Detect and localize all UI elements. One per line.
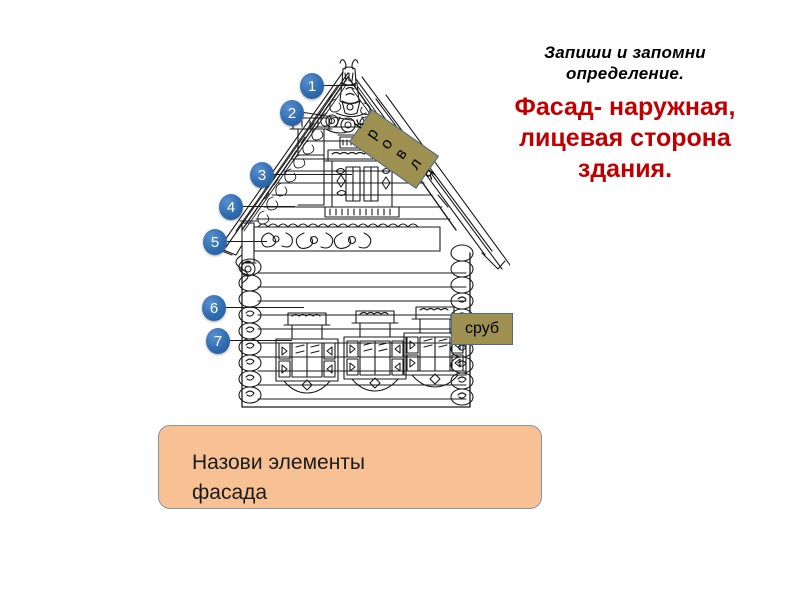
definition-line-1: Фасад- наружная,: [514, 93, 736, 121]
question-text-line-2: фасада: [192, 481, 268, 504]
log-frame-label-box[interactable]: сруб: [451, 313, 513, 345]
callout-marker-5-label: 5: [210, 233, 220, 251]
callout-marker-7[interactable]: 7: [206, 328, 230, 354]
instruction-heading-line-2: определение.: [565, 64, 685, 83]
definition-line-3: здания.: [577, 155, 673, 183]
chimney: [289, 117, 333, 206]
callout-marker-4-label: 4: [226, 198, 236, 216]
instruction-heading-line-1: Запиши и запомни: [544, 43, 706, 62]
callout-marker-3[interactable]: 3: [250, 162, 274, 188]
definition-line-2: лицевая сторона: [519, 124, 731, 152]
question-box[interactable]: [158, 425, 542, 509]
leader-line-5: [225, 241, 267, 242]
facade-window-1: [275, 312, 339, 394]
leader-line-6: [224, 307, 304, 308]
callout-marker-6[interactable]: 6: [202, 295, 226, 321]
carved-frieze-band: [253, 223, 441, 252]
callout-marker-1-label: 1: [307, 77, 317, 95]
log-end-corner-right: [450, 244, 474, 406]
leader-line-7: [228, 340, 292, 341]
callout-marker-4[interactable]: 4: [219, 194, 243, 220]
log-end-corner-left: [235, 254, 262, 404]
leader-line-1: [324, 85, 356, 86]
callout-marker-3-label: 3: [257, 166, 267, 184]
definition-text: Фасад- наружная, лицевая сторона здания.: [455, 92, 795, 185]
question-text: Назови элементы фасада: [192, 448, 522, 508]
carved-pillar-left: [239, 220, 259, 277]
callout-marker-2[interactable]: 2: [280, 100, 304, 126]
leader-line-4: [241, 206, 295, 207]
callout-marker-5[interactable]: 5: [203, 229, 227, 255]
leader-line-3: [270, 174, 352, 175]
facade-window-2: [343, 310, 407, 392]
log-frame-label-text: сруб: [464, 320, 500, 337]
roof-planks-left: [215, 71, 349, 256]
question-text-line-1: Назови элементы: [192, 451, 366, 474]
ridge-ornament-okhlupen: [335, 59, 368, 128]
facade-window-3: [403, 306, 467, 388]
callout-marker-7-label: 7: [213, 332, 223, 350]
callout-marker-1[interactable]: 1: [300, 73, 324, 99]
instruction-heading: Запиши и запомни определение.: [455, 42, 795, 84]
callout-marker-6-label: 6: [209, 299, 219, 317]
house-facade-illustration: [180, 55, 510, 415]
callout-marker-2-label: 2: [287, 104, 297, 122]
